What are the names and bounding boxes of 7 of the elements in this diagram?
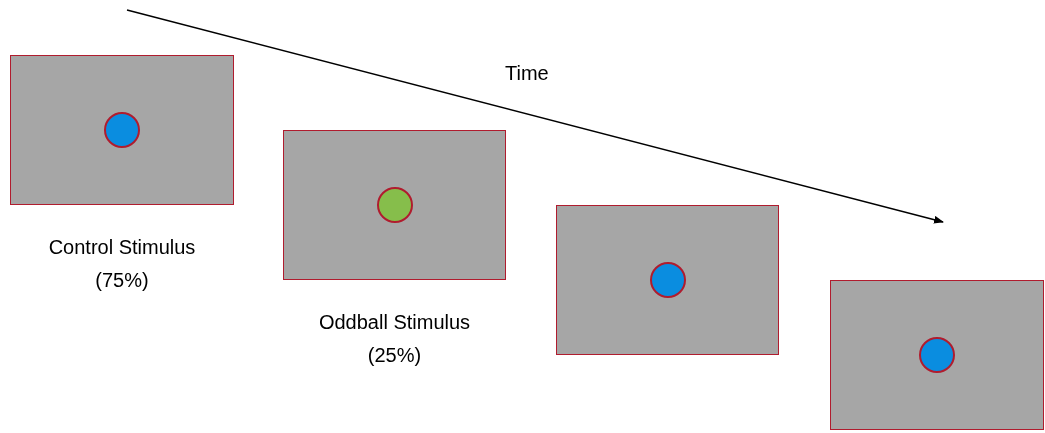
screen-box: [283, 130, 506, 280]
screen-box: [556, 205, 779, 355]
stimulus-caption: Oddball Stimulus (25%): [317, 310, 472, 368]
stimulus-caption: Control Stimulus (75%): [47, 235, 197, 293]
screen-box: [10, 55, 234, 205]
screen-box: [830, 280, 1044, 430]
axis-label: Time: [505, 61, 549, 86]
